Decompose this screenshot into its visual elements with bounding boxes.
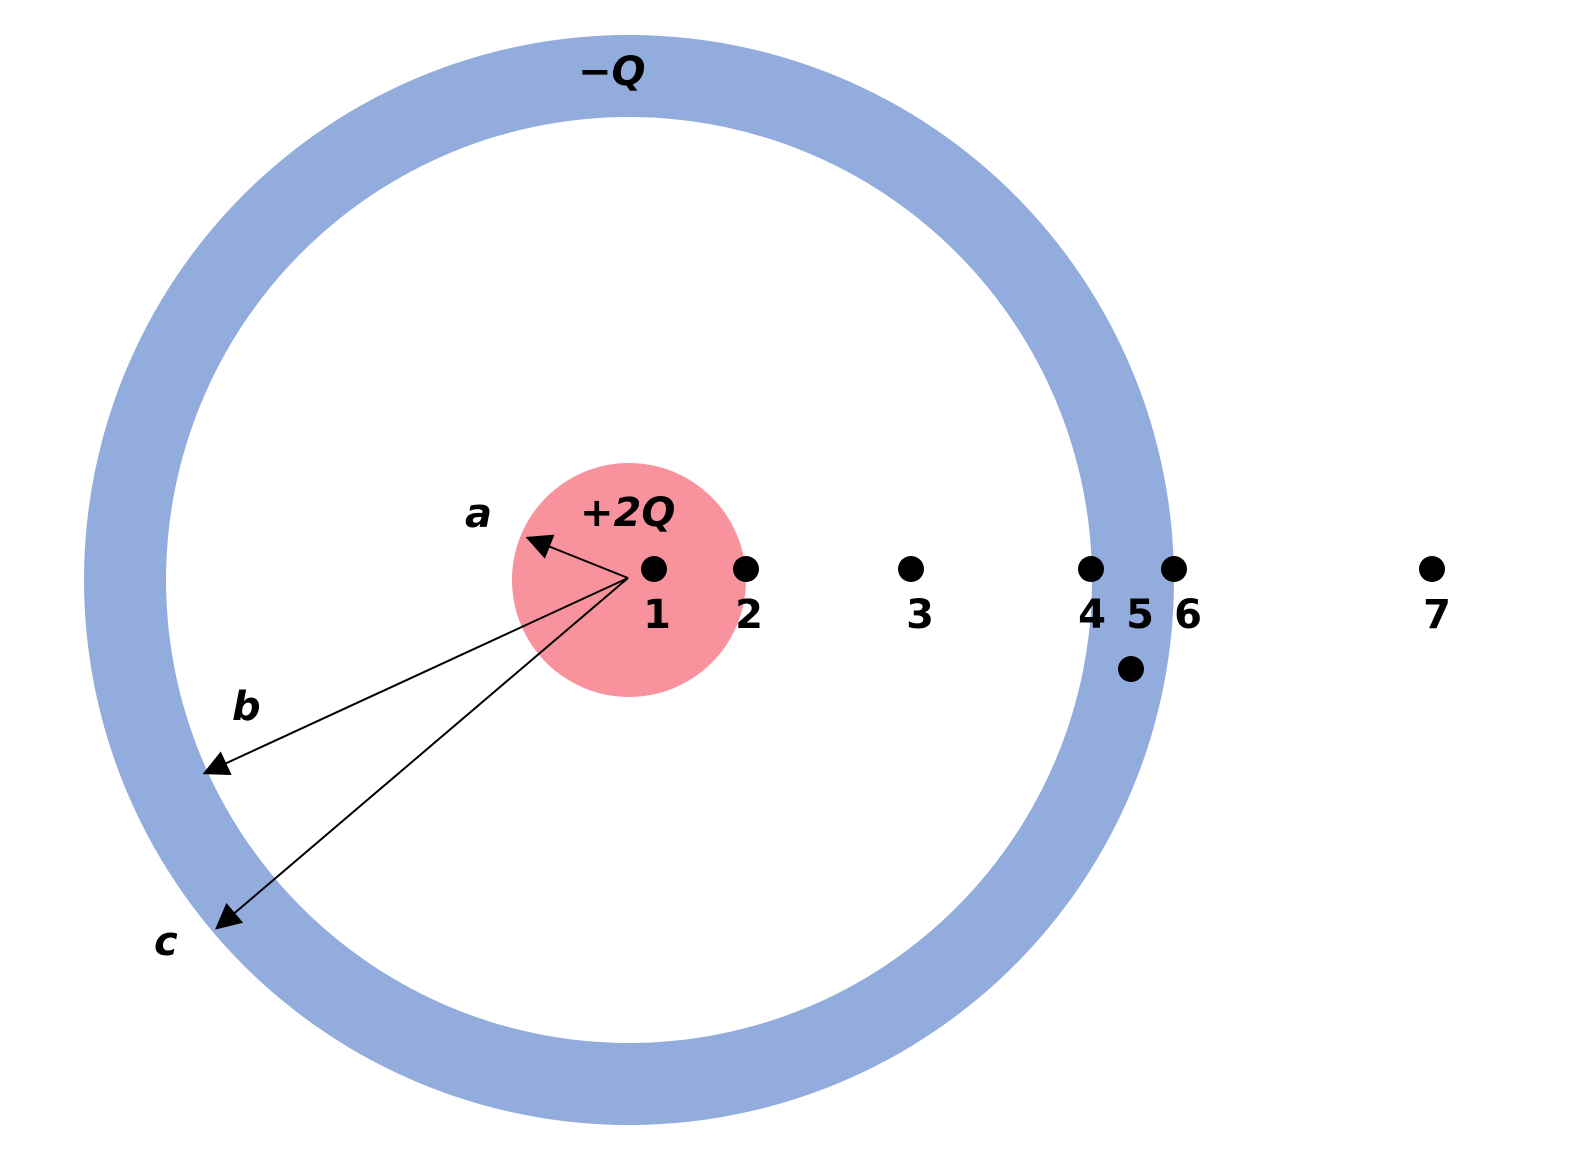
point-4-dot xyxy=(1078,556,1104,582)
radius-b-label: b xyxy=(232,684,261,730)
shell-charge-label: −Q xyxy=(578,49,646,95)
radius-b-arrow xyxy=(202,577,629,776)
sphere-charge-label: +2Q xyxy=(580,490,675,536)
point-2-dot xyxy=(733,556,759,582)
radius-c-label: c xyxy=(154,919,178,965)
point-6-dot xyxy=(1161,556,1187,582)
point-1-label: 1 xyxy=(643,592,671,638)
point-7-label: 7 xyxy=(1423,592,1451,638)
point-1-dot xyxy=(641,556,667,582)
point-5-label: 5 xyxy=(1126,592,1154,638)
point-5-dot xyxy=(1118,656,1144,682)
point-2-label: 2 xyxy=(735,592,763,638)
inner-sphere xyxy=(512,463,746,697)
radius-c-arrow xyxy=(215,577,629,930)
point-7-dot xyxy=(1419,556,1445,582)
radius-a-label: a xyxy=(465,491,492,537)
point-3-dot xyxy=(898,556,924,582)
point-6-label: 6 xyxy=(1174,592,1202,638)
point-3-label: 3 xyxy=(906,592,934,638)
point-4-label: 4 xyxy=(1078,592,1106,638)
radius-a-arrow xyxy=(525,534,629,579)
